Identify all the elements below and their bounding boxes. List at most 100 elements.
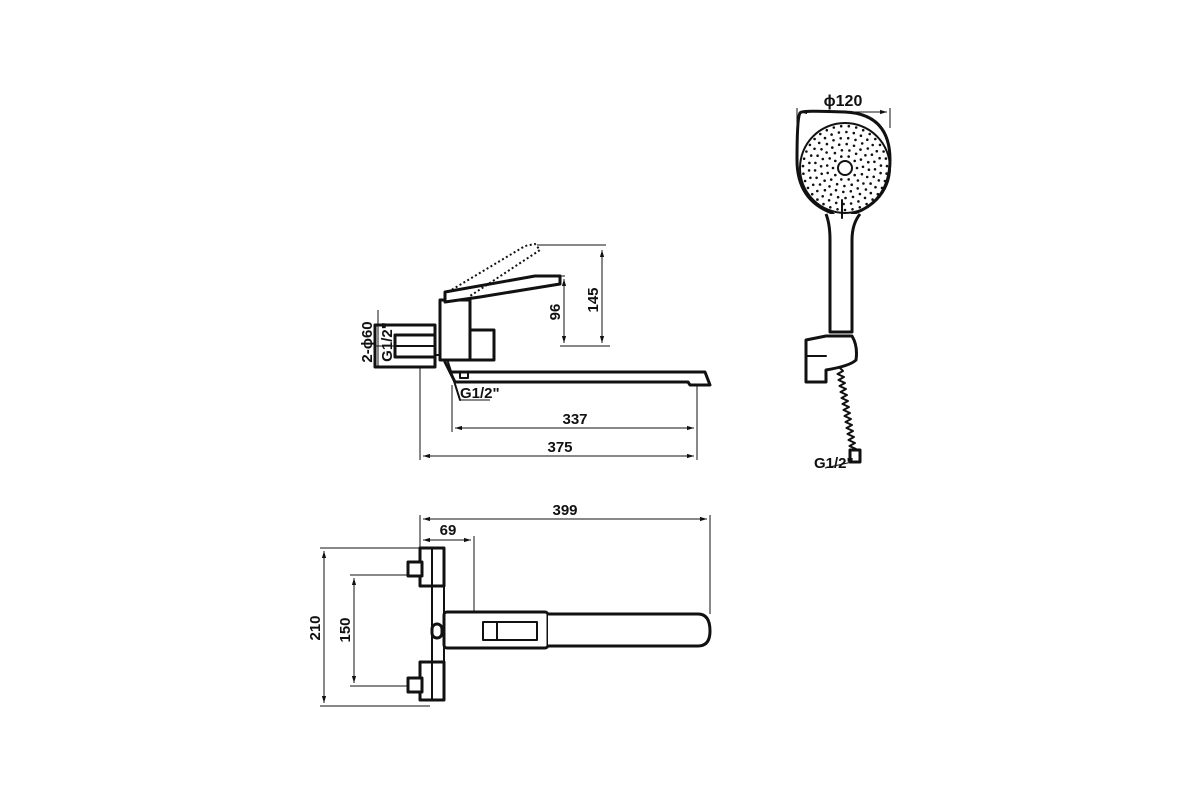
nozzle-dot [837,131,841,134]
side-view: 145 96 2-ϕ60 G1/2" G1/2" 337 375 [359,242,712,460]
dim-150-label: 150 [337,617,354,642]
nozzle-dot [828,185,831,188]
nozzle-dot [825,128,829,132]
nozzle-dot [822,202,825,206]
nozzle-dot [821,195,824,198]
nozzle-dot [813,137,816,141]
nozzle-dot [840,149,844,152]
shower-head-outline [795,109,892,224]
nozzle-dot [802,157,806,160]
nozzle-dot [871,143,874,147]
nozzle-dot [851,195,855,199]
nozzle-dot [803,179,807,183]
mixer-nut [468,328,496,362]
nozzle-dot [829,206,832,209]
nozzle-dot [853,159,856,163]
nozzle-dot [845,142,848,146]
lower-inlet-nut [406,676,424,694]
nozzle-dot [850,183,853,186]
dim-337-label: 337 [562,411,587,428]
nozzle-dot [885,164,889,168]
nozzle-dot [839,124,843,128]
nozzle-dot [854,138,857,142]
nozzle-dot [843,184,846,188]
nozzle-dot [856,179,860,182]
upper-inlet-nut [406,560,424,578]
mixer-body [438,298,472,362]
nozzle-dot [816,154,819,157]
nozzle-dot [859,148,862,151]
dim-69-label: 69 [440,522,457,539]
nozzle-dot [835,182,839,186]
nozzle-dot [852,144,856,148]
nozzle-dot [882,150,885,153]
nozzle-dot [840,155,843,158]
nozzle-dot [884,157,888,160]
nozzle-dot [816,198,819,201]
nozzle-dot [873,168,877,171]
nozzle-dot [847,124,851,128]
nozzle-dot [851,208,854,211]
shower-holder [804,334,858,384]
shower-center-button [837,160,853,176]
nozzle-dot [869,182,872,185]
nozzle-dot [809,176,812,180]
nozzle-dot [853,173,856,177]
shower-face [799,122,891,214]
nozzle-dot [849,202,853,205]
nozzle-dot [820,172,823,176]
nozzle-dot [868,132,871,136]
nozzle-dot [809,154,813,157]
nozzle-dot [864,188,868,191]
nozzle-dot [854,152,858,156]
nozzle-dot [823,188,827,192]
nozzle-dot [873,160,876,164]
shower-hose [836,367,857,453]
nozzle-dot [808,161,811,165]
nozzle-dot [859,158,863,161]
nozzle-dot [834,159,837,163]
nozzle-dot [826,171,829,175]
diverter-knob [430,622,444,640]
dim-210-label: 210 [307,615,324,640]
nozzle-dot [842,190,845,194]
nozzle-dot [819,165,823,168]
dim-g12-hose-label: G1/2" [814,455,854,472]
hand-shower: ϕ120 G1/2" [795,93,892,472]
nozzle-dot [861,128,865,132]
nozzle-dot [834,188,838,192]
nozzle-dot [827,199,831,202]
nozzle-dot [860,172,864,176]
hose-coil [836,367,857,453]
nozzle-dot [880,186,884,190]
nozzle-dot [834,173,837,177]
nozzle-dot [818,183,822,186]
nozzle-dot [856,187,859,190]
lever-raised-outline [447,242,542,297]
nozzle-dot [832,139,835,142]
nozzle-dot [874,137,877,141]
nozzle-dot [831,146,834,149]
nozzle-dot [863,196,867,200]
nozzle-dot [862,182,865,185]
dim-96-label: 96 [547,304,564,321]
top-view: 399 69 210 150 [307,502,712,707]
nozzle-dot [830,133,833,136]
nozzle-dot [802,172,805,175]
nozzle-dot [867,168,871,171]
nozzle-dot [879,164,883,167]
nozzle-dot [865,202,868,206]
nozzle-dot [844,196,847,200]
nozzle-dot [805,150,808,153]
nozzle-dot [823,179,826,182]
spout [443,360,712,387]
dim-2phi60-label: 2-ϕ60 [359,321,376,362]
nozzle-dot [878,143,882,147]
nozzle-dot [878,156,881,160]
nozzle-dot [825,142,829,146]
nozzle-dot [861,165,865,169]
nozzle-dot [811,183,815,187]
nozzle-dot [836,208,839,211]
nozzle-dot [885,172,888,175]
